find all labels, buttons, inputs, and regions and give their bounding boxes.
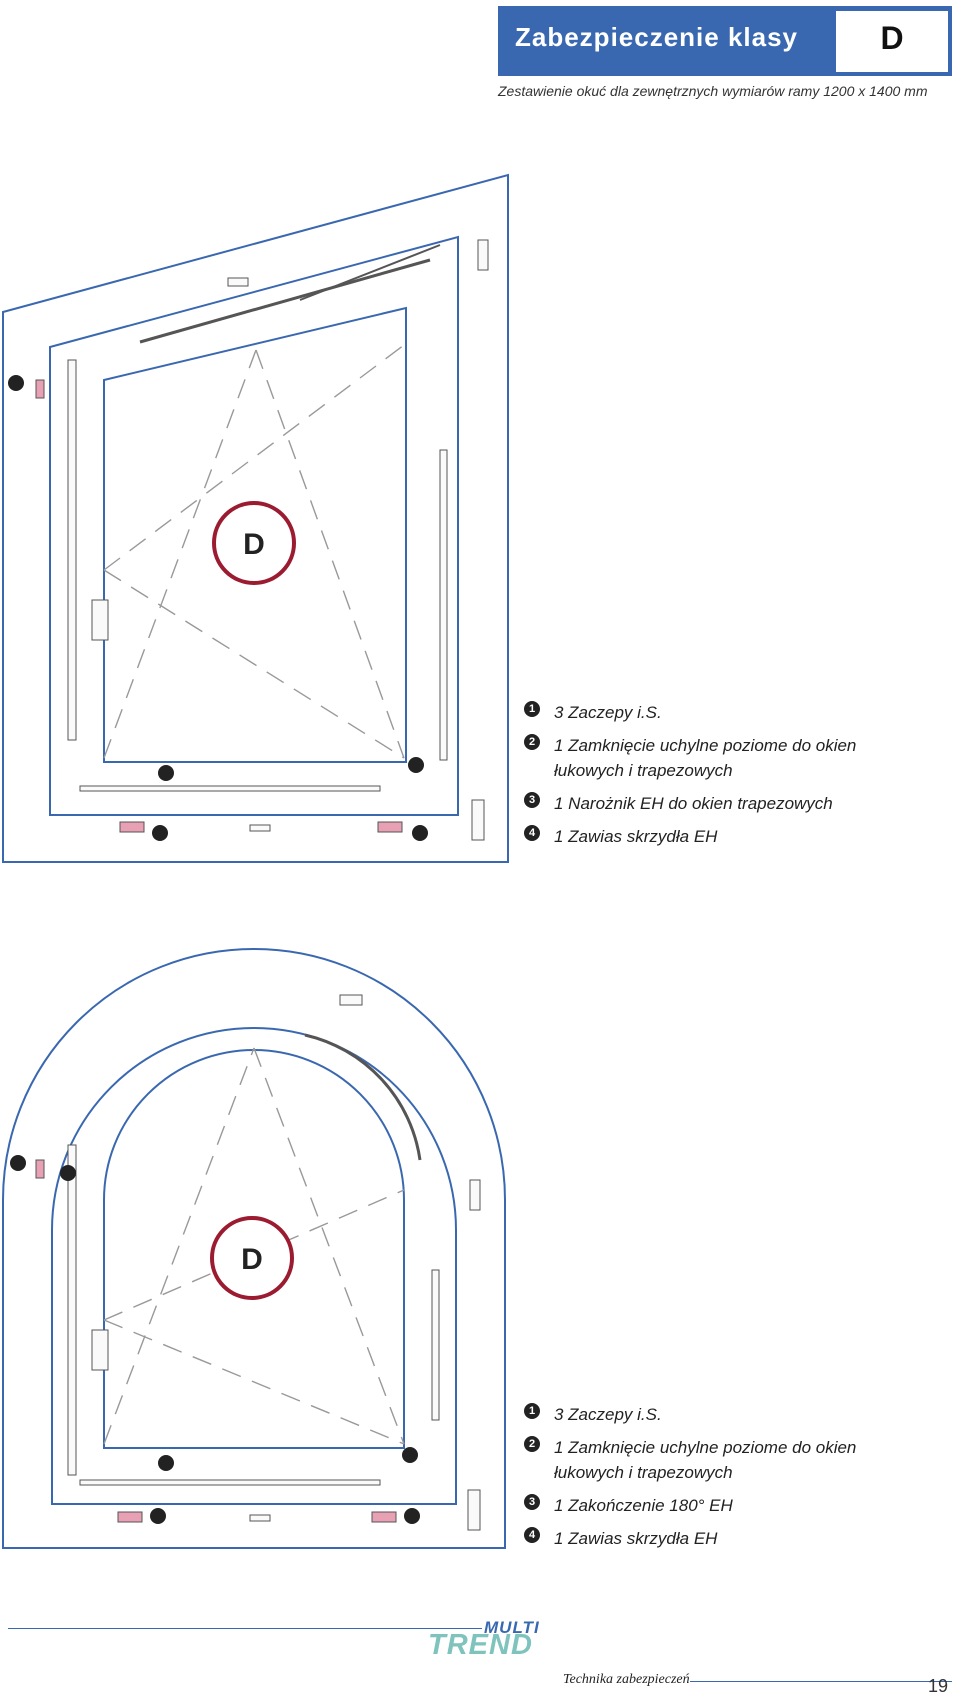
hardware-parts xyxy=(35,239,489,841)
page-subtitle: Zestawienie okuć dla zewnętrznych wymiar… xyxy=(498,83,928,99)
legend-bullet: 2 xyxy=(524,1436,540,1452)
class-badge-label: D xyxy=(243,528,265,561)
legend-bullet: 2 xyxy=(524,734,540,750)
legend-text: 3 Zaczepy i.S. xyxy=(554,1405,662,1424)
class-badge xyxy=(212,501,296,585)
legend-text: 1 Narożnik EH do okien trapezowych xyxy=(554,794,833,813)
page-title: Zabezpieczenie klasy xyxy=(515,22,799,52)
class-letter: D xyxy=(880,20,904,56)
frame-outlines xyxy=(1,948,506,1549)
legend-bullet: 1 xyxy=(524,701,540,717)
arched-window-drawing: D xyxy=(1,948,506,1549)
trapezoid-window-drawing: D xyxy=(2,173,509,863)
logo-trend: TREND xyxy=(428,1629,533,1661)
part-markers xyxy=(8,375,428,841)
footer-rule-left xyxy=(8,1628,482,1629)
legend-bullet: 1 xyxy=(524,1403,540,1419)
legend-text: 1 Zakończenie 180° EH xyxy=(554,1496,733,1515)
legend-text: łukowych i trapezowych xyxy=(554,761,733,780)
legend-text: 1 Zamknięcie uchylne poziome do okien xyxy=(554,1438,857,1457)
legend-text: 1 Zawias skrzydła EH xyxy=(554,1529,718,1548)
class-badge xyxy=(210,1216,294,1300)
legend-text: łukowych i trapezowych xyxy=(554,1463,733,1482)
legend-text: 1 Zawias skrzydła EH xyxy=(554,827,718,846)
part-markers xyxy=(10,1155,420,1524)
footer-rule-right xyxy=(690,1681,952,1682)
class-badge-label: D xyxy=(241,1243,263,1276)
legend-bullet: 4 xyxy=(524,825,540,841)
legend-text: 1 Zamknięcie uchylne poziome do okien xyxy=(554,736,857,755)
page-number: 19 xyxy=(928,1676,949,1696)
logo-tagline: Technika zabezpieczeń xyxy=(563,1672,690,1687)
opening-lines xyxy=(103,344,405,759)
class-box xyxy=(836,11,948,72)
legend-text: 3 Zaczepy i.S. xyxy=(554,703,662,722)
legend-bullet: 3 xyxy=(524,792,540,808)
legend-bullet: 4 xyxy=(524,1527,540,1543)
hardware-parts xyxy=(35,994,481,1531)
legend-bullet: 3 xyxy=(524,1494,540,1510)
logo-multi: MULTI xyxy=(484,1618,540,1637)
